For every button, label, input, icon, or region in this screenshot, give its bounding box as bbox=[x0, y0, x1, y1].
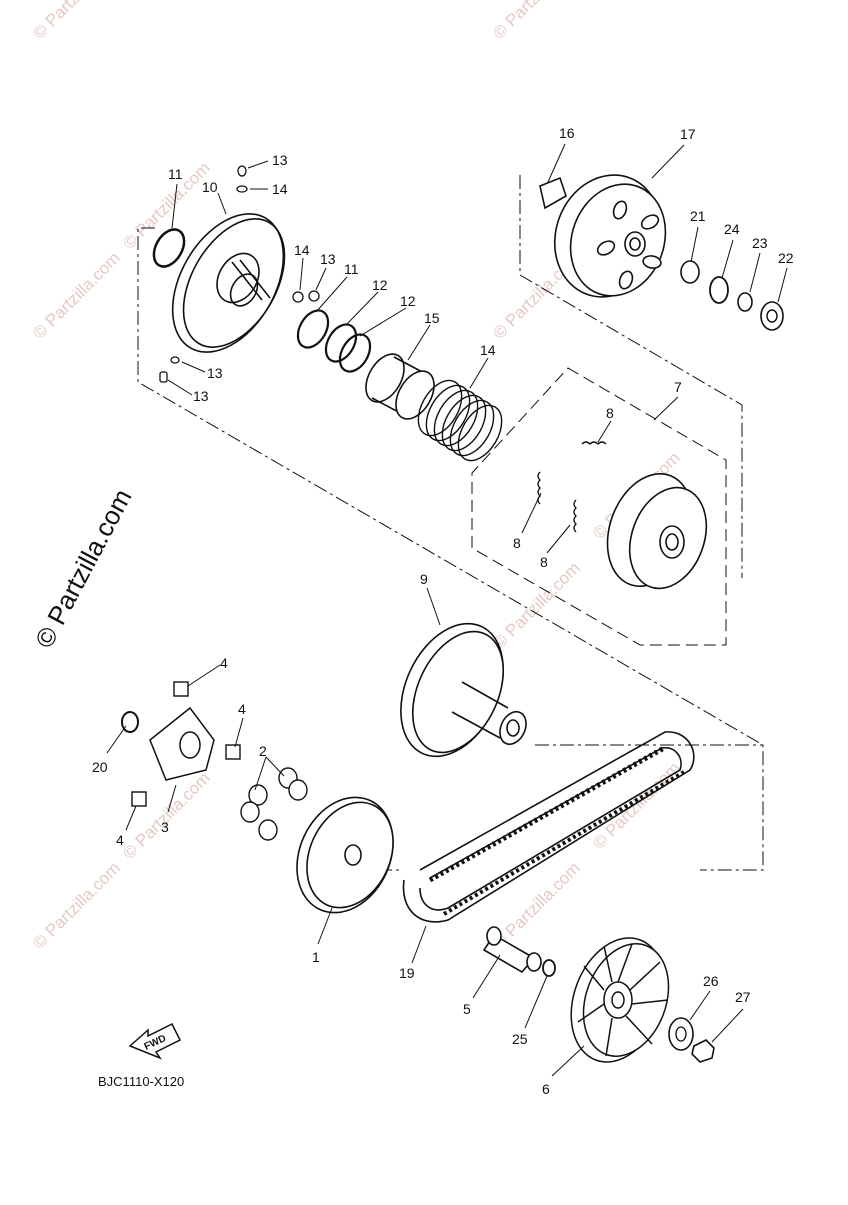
washer-27 bbox=[542, 959, 556, 977]
nut-17 bbox=[539, 176, 567, 210]
leader-lines bbox=[106, 143, 788, 1077]
callout-12: 12 bbox=[372, 277, 388, 293]
watermark: © Partzilla.com bbox=[29, 858, 123, 952]
callout-9: 9 bbox=[420, 571, 428, 587]
weights-2 bbox=[240, 767, 308, 841]
callout-5: 5 bbox=[463, 1001, 471, 1017]
watermark: © Partzilla.com bbox=[489, 0, 583, 43]
callout-11: 11 bbox=[344, 261, 359, 277]
nut-22 bbox=[691, 1039, 715, 1063]
clutch-carrier-7 bbox=[606, 473, 708, 590]
slider-4a bbox=[173, 681, 189, 697]
callout-12: 12 bbox=[400, 293, 416, 309]
cam-3 bbox=[149, 706, 215, 781]
washer-21 bbox=[668, 1017, 694, 1051]
callout-21: 26 bbox=[703, 973, 719, 989]
v-belt-19 bbox=[402, 731, 695, 923]
clutch-springs-8 bbox=[537, 441, 607, 533]
callout-3: 3 bbox=[161, 819, 169, 835]
washer-20 bbox=[121, 711, 139, 733]
watermark: © Partzilla.com bbox=[29, 248, 123, 342]
callout-14: 14 bbox=[294, 242, 310, 258]
diagram-code: BJC1110-X120 bbox=[98, 1074, 184, 1089]
watermark: © Partzilla.com bbox=[489, 558, 583, 652]
bearing-23 bbox=[680, 260, 700, 284]
callout-10: 10 bbox=[202, 179, 218, 195]
callout-16: 15 bbox=[424, 310, 440, 326]
callout-22: 27 bbox=[735, 989, 751, 1005]
callout-2: 2 bbox=[259, 743, 267, 759]
watermark: © Partzilla.com bbox=[29, 0, 123, 43]
callout-17: 16 bbox=[559, 125, 575, 141]
callout-8: 8 bbox=[606, 405, 614, 421]
callout-labels: 16 17 11 10 13 14 14 13 11 12 12 15 14 1… bbox=[92, 125, 794, 1097]
callout-8: 8 bbox=[513, 535, 521, 551]
callout-19: 19 bbox=[399, 965, 415, 981]
watermark: © Partzilla.com bbox=[589, 758, 683, 852]
compression-spring-15 bbox=[417, 379, 503, 462]
o-ring-12b bbox=[338, 333, 372, 373]
callout-14: 13 bbox=[207, 365, 223, 381]
fwd-arrow: FWD bbox=[128, 1022, 182, 1060]
callout-27: 25 bbox=[512, 1031, 528, 1047]
bearing-24 bbox=[760, 301, 784, 331]
watermark-main: © Partzilla.com bbox=[29, 484, 138, 653]
callout-20: 20 bbox=[92, 759, 108, 775]
watermark: © Partzilla.com bbox=[489, 858, 583, 952]
callout-6: 6 bbox=[542, 1081, 550, 1097]
callout-8: 8 bbox=[540, 554, 548, 570]
oil-seal-11b bbox=[296, 309, 330, 349]
callout-18: 17 bbox=[680, 126, 696, 142]
collar-16 bbox=[365, 353, 435, 420]
oil-seal-11 bbox=[152, 228, 186, 268]
callout-11: 11 bbox=[168, 166, 183, 182]
clutch-housing-18 bbox=[553, 174, 667, 298]
callout-23: 21 bbox=[690, 208, 706, 224]
primary-sheave-1 bbox=[296, 796, 394, 914]
o-ring-12a bbox=[324, 323, 358, 363]
callout-26: 24 bbox=[724, 221, 740, 237]
clutch-assembly-box bbox=[471, 367, 727, 646]
watermark: © Partzilla.com bbox=[119, 768, 213, 862]
callout-13: 13 bbox=[193, 388, 209, 404]
arrow-icon bbox=[128, 1022, 182, 1060]
watermark: © Partzilla.com bbox=[119, 158, 213, 252]
callout-4: 4 bbox=[116, 832, 124, 848]
sliding-sheave-9 bbox=[400, 622, 527, 758]
callout-4: 4 bbox=[238, 701, 246, 717]
callout-4: 4 bbox=[220, 655, 228, 671]
callout-13: 13 bbox=[272, 152, 288, 168]
callout-15: 14 bbox=[480, 342, 496, 358]
callout-7: 7 bbox=[674, 379, 682, 395]
circlip-26 bbox=[709, 276, 729, 304]
fixed-sheave-fan-6 bbox=[570, 937, 670, 1063]
callout-25: 23 bbox=[752, 235, 768, 251]
callout-13: 13 bbox=[320, 251, 336, 267]
slider-4c bbox=[131, 791, 147, 807]
bearing-25 bbox=[737, 292, 753, 312]
slider-4b bbox=[225, 744, 241, 760]
secondary-fixed-sheave bbox=[171, 213, 286, 353]
callout-14: 14 bbox=[272, 181, 288, 197]
guide-pins bbox=[159, 165, 320, 383]
callout-1: 1 bbox=[312, 949, 320, 965]
callout-24: 22 bbox=[778, 250, 794, 266]
collar-5 bbox=[482, 926, 542, 974]
